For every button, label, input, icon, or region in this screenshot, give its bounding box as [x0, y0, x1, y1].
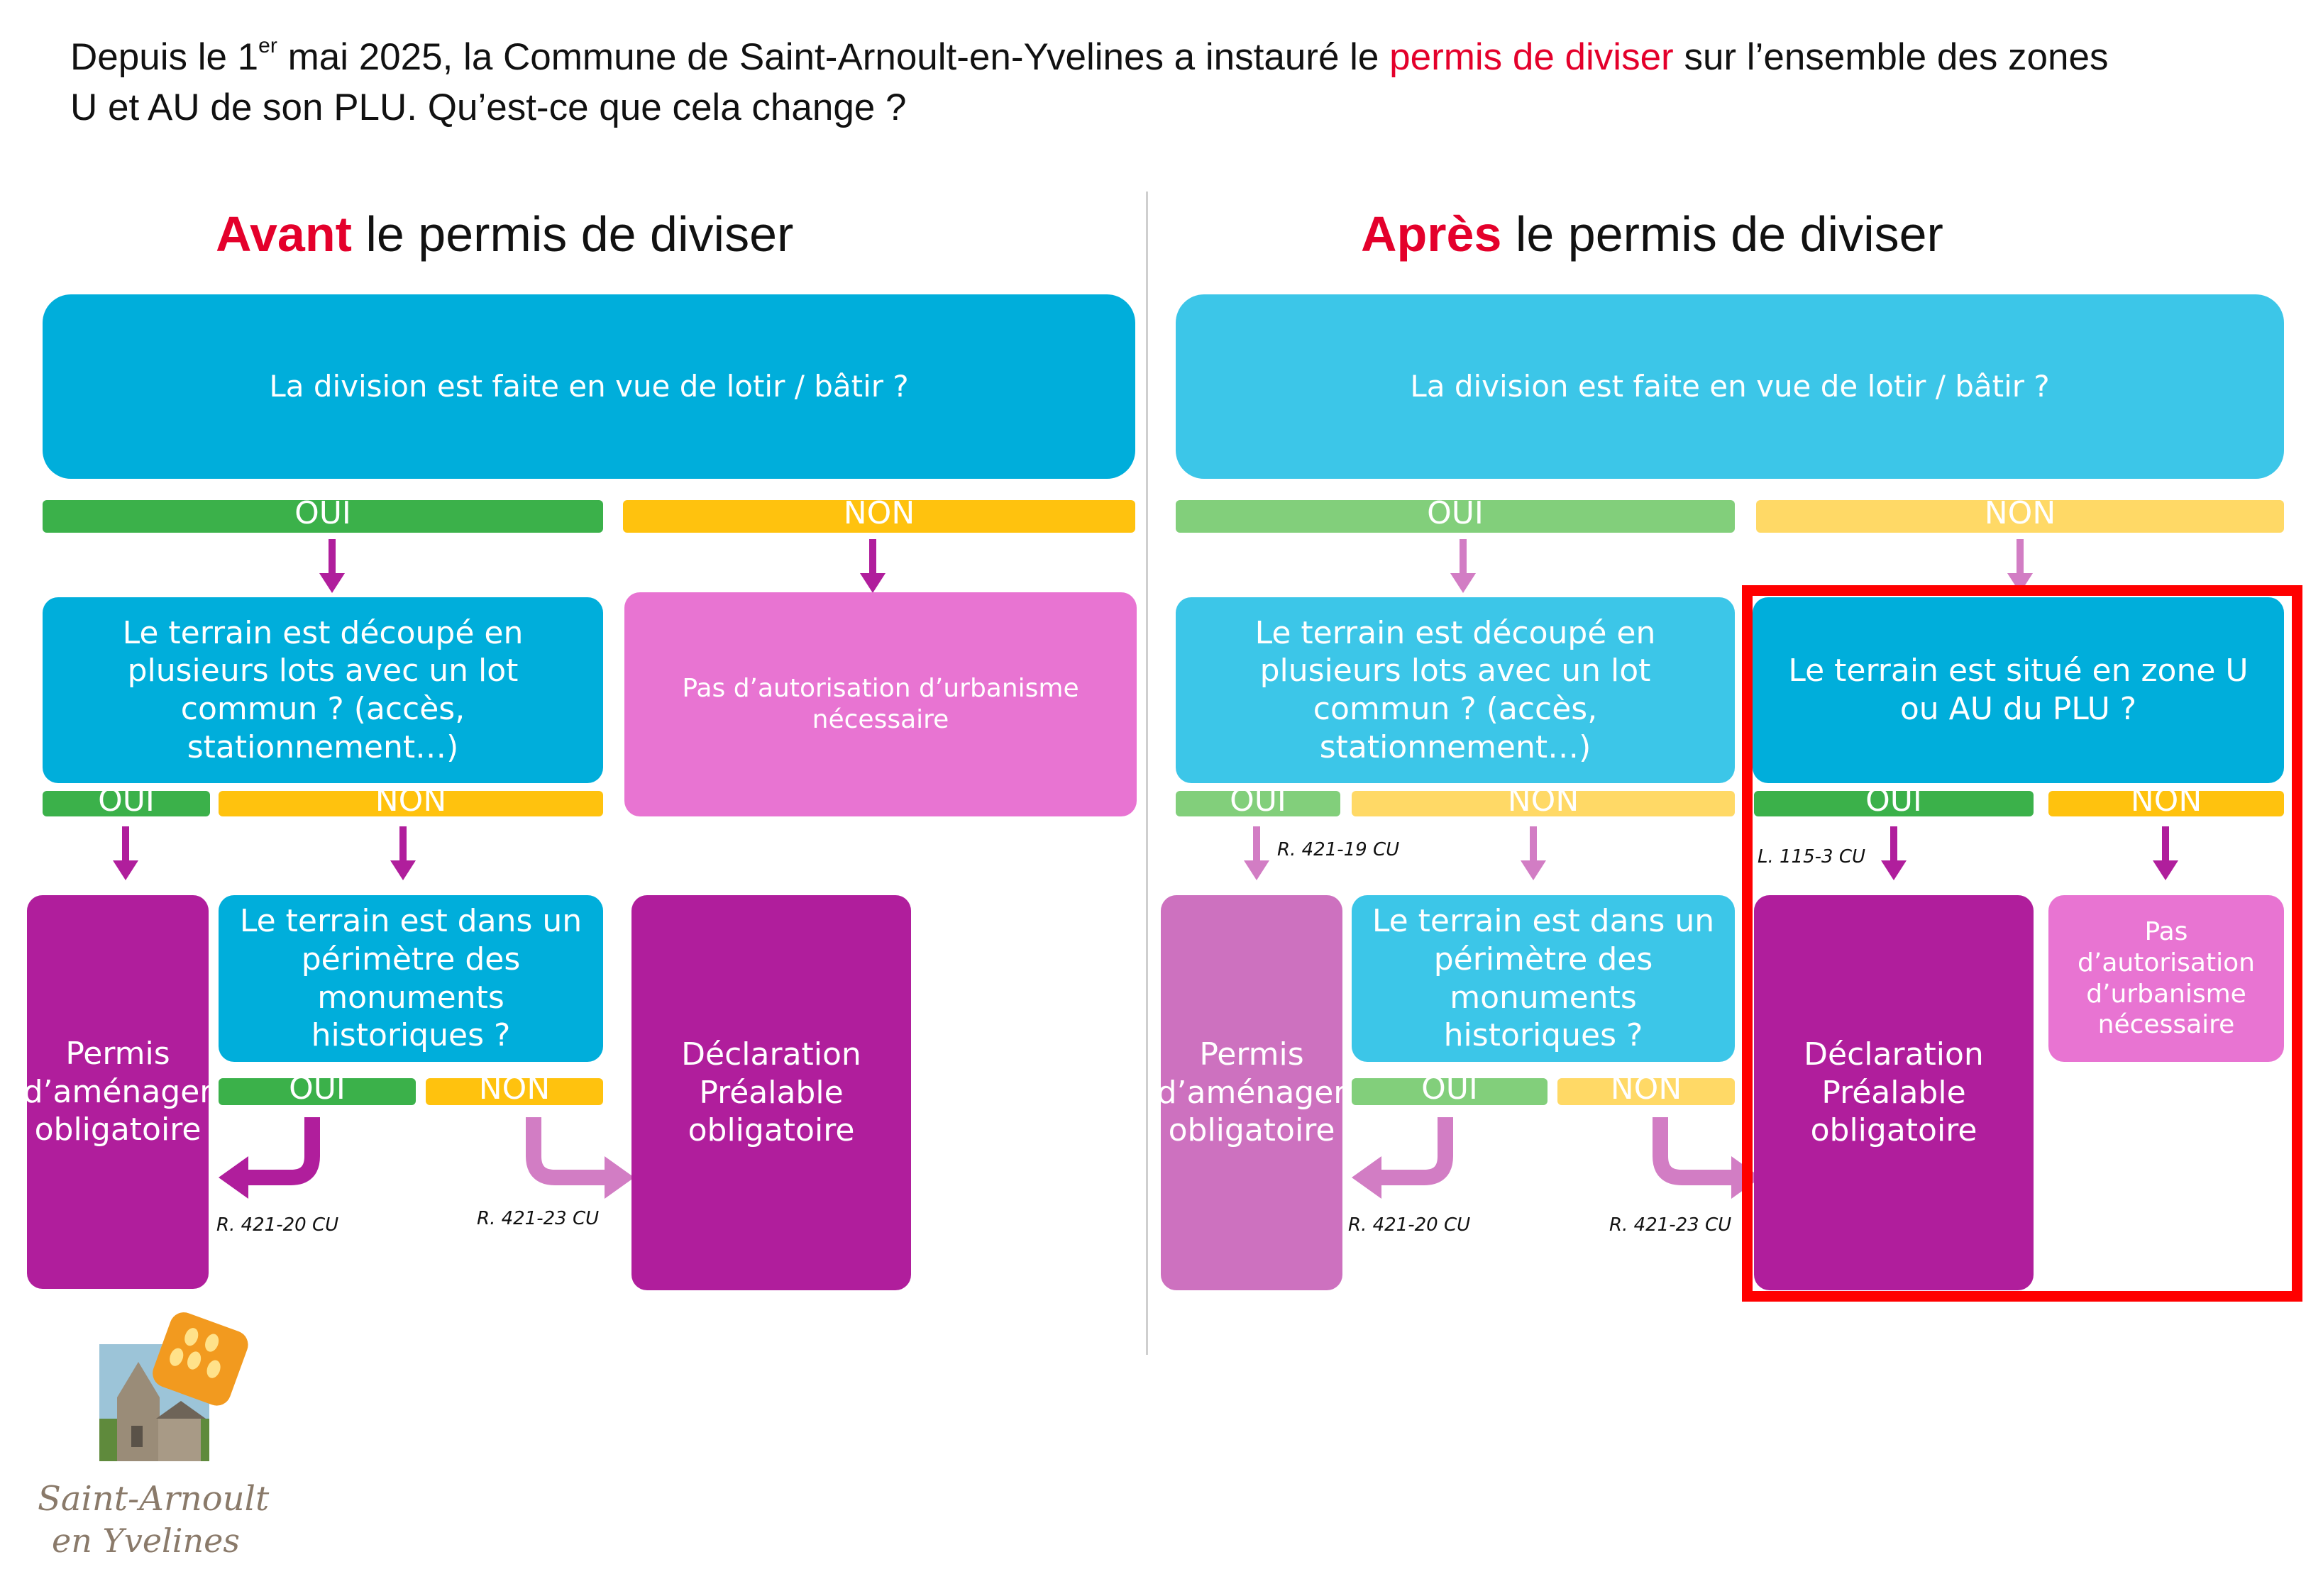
apres-oui-3: OUI — [1352, 1073, 1548, 1105]
avant-question-lots: Le terrain est découpé en plusieurs lots… — [43, 597, 603, 783]
avant-arrow-down-non-2 — [390, 826, 416, 880]
avant-no-authorization: Pas d’autorisation d’urbanisme nécessair… — [624, 592, 1137, 816]
avant-non-1: NON — [623, 497, 1135, 533]
intro-text: Depuis le 1er mai 2025, la Commune de Sa… — [70, 32, 2270, 133]
apres-arrow-down-non-zone — [2153, 826, 2178, 880]
avant-arrow-down-oui-1 — [319, 539, 345, 593]
intro-line-1: Depuis le 1er mai 2025, la Commune de Sa… — [70, 34, 2109, 79]
avant-non-2: NON — [219, 785, 603, 816]
avant-oui-3: OUI — [219, 1073, 416, 1105]
avant-question-monuments: Le terrain est dans un périmètre des mon… — [219, 895, 603, 1062]
highlight-frame — [1742, 585, 2302, 1302]
avant-ref-r421-23: R. 421-23 CU — [477, 1208, 600, 1229]
apres-arrow-down-oui-1 — [1450, 539, 1476, 593]
avant-declaration-prealable: Déclaration Préalable obligatoire — [631, 895, 911, 1290]
avant-arrow-curve-right — [526, 1117, 634, 1199]
apres-arrow-curve-left — [1352, 1117, 1453, 1199]
apres-ref-r421-20: R. 421-20 CU — [1348, 1214, 1471, 1236]
apres-non-1: NON — [1756, 497, 2284, 533]
avant-permis-amenager: Permis d’aménager obligatoire — [23, 895, 212, 1289]
apres-ref-l115-3: L. 115-3 CU — [1758, 846, 1866, 868]
avant-non-3: NON — [426, 1073, 603, 1105]
apres-declaration-prealable: Déclaration Préalable obligatoire — [1754, 895, 2034, 1290]
avant-oui-1: OUI — [43, 497, 603, 533]
apres-arrow-down-oui-2 — [1244, 826, 1269, 880]
avant-arrow-down-oui-2 — [113, 826, 138, 880]
apres-non-3: NON — [1557, 1073, 1735, 1105]
apres-question-monuments: Le terrain est dans un périmètre des mon… — [1352, 895, 1735, 1062]
logo-text-line-2: en Yvelines — [52, 1522, 240, 1560]
apres-question-lotir: La division est faite en vue de lotir / … — [1176, 294, 2284, 479]
intro-highlight: permis de diviser — [1389, 36, 1674, 78]
intro-line-2: U et AU de son PLU. Qu’est-ce que cela c… — [70, 87, 907, 128]
apres-question-zone: Le terrain est situé en zone U ou AU du … — [1753, 597, 2284, 783]
apres-permis-amenager: Permis d’aménager obligatoire — [1157, 895, 1346, 1290]
apres-no-authorization: Pas d’autorisation d’urbanisme nécessair… — [2048, 895, 2284, 1062]
column-divider — [1146, 192, 1148, 1355]
apres-arrow-down-non-1 — [2007, 539, 2033, 593]
apres-ref-r421-23: R. 421-23 CU — [1609, 1214, 1732, 1236]
avant-question-lotir: La division est faite en vue de lotir / … — [43, 294, 1135, 479]
apres-non-zone: NON — [2048, 785, 2284, 816]
logo-text-line-1: Saint-Arnoult — [38, 1479, 270, 1519]
avant-arrow-down-non-1 — [860, 539, 886, 593]
apres-arrow-down-oui-zone — [1881, 826, 1907, 880]
apres-question-lots: Le terrain est découpé en plusieurs lots… — [1176, 597, 1735, 783]
apres-arrow-down-non-2 — [1521, 826, 1546, 880]
apres-oui-1: OUI — [1176, 497, 1735, 533]
apres-non-2: NON — [1352, 785, 1735, 816]
apres-oui-zone: OUI — [1754, 785, 2034, 816]
commune-logo: Saint-Arnoult en Yvelines — [32, 1312, 280, 1568]
apres-ref-r421-19: R. 421-19 CU — [1277, 839, 1400, 860]
logo-emblem — [99, 1312, 248, 1461]
avant-oui-2: OUI — [43, 785, 210, 816]
apres-heading: Après le permis de diviser — [1361, 206, 1943, 262]
avant-ref-r421-20: R. 421-20 CU — [216, 1214, 339, 1236]
avant-heading: Avant le permis de diviser — [216, 206, 794, 262]
apres-oui-2: OUI — [1176, 785, 1340, 816]
avant-arrow-curve-left — [219, 1117, 320, 1199]
